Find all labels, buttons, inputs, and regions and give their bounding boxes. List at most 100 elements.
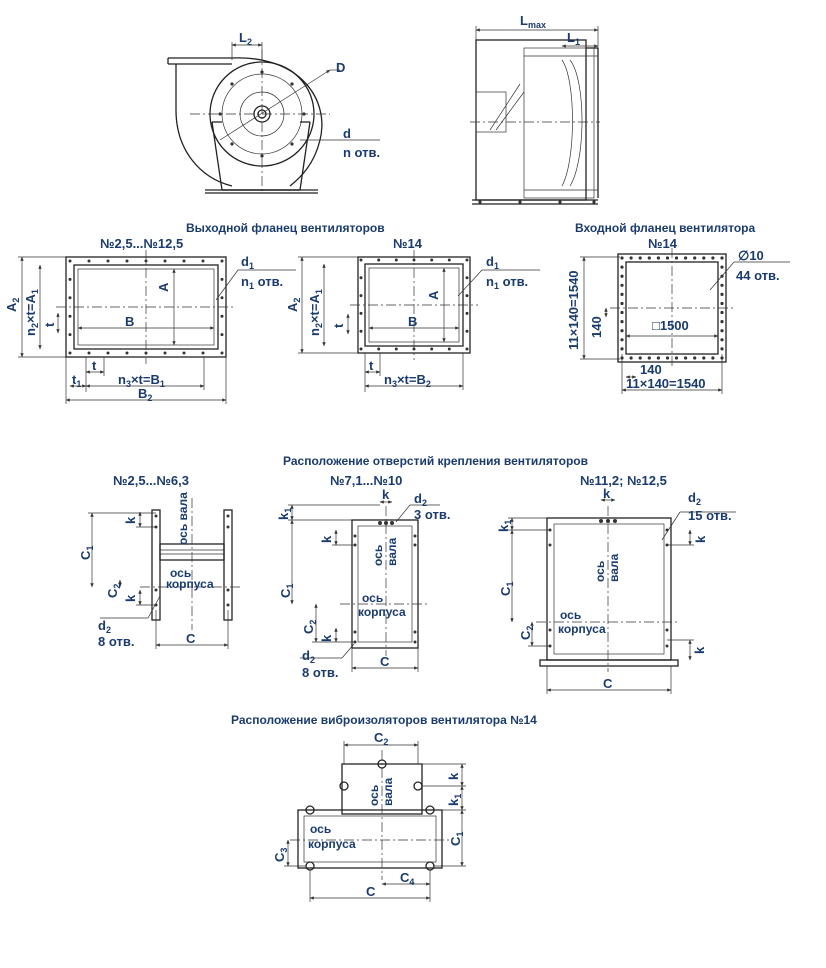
bolt-hole (720, 310, 724, 315)
dim-C1-a: C1 (78, 546, 95, 560)
bolt-hole (656, 256, 661, 260)
bolt-hole (68, 277, 72, 281)
bolt-hole (720, 338, 724, 342)
dim-L2: L2 (239, 30, 252, 47)
bolt-hole (620, 320, 624, 324)
axis-shaft-b-2: вала (385, 537, 399, 566)
dim-d2-b: d2 (414, 491, 427, 508)
bolt-hole (465, 258, 469, 262)
dim-t-left: t (42, 322, 57, 327)
dim-B-b: B (408, 314, 417, 329)
bolt-hole (693, 356, 697, 360)
bolt-hole (201, 351, 205, 355)
bolt-hole (684, 356, 688, 360)
dim-d2b-b: d2 (302, 648, 315, 665)
bolt-hole (620, 347, 624, 351)
bolt-hole (620, 301, 624, 306)
bolt-hole (620, 256, 624, 260)
bolt-hole (182, 259, 186, 263)
dim-k-top-c: k (603, 486, 611, 501)
bolt-hole (220, 259, 224, 263)
bolt-hole (702, 256, 706, 260)
dim-A: A (156, 282, 171, 292)
bolt-hole (638, 356, 642, 360)
dim-d2-a: d2 (98, 618, 111, 635)
bolt-hole (220, 314, 224, 318)
bolt-hole (220, 333, 224, 337)
bolt-hole (359, 329, 363, 333)
dim-n1-holes: n1 отв. (241, 274, 283, 291)
dim-A2: A2 (4, 298, 21, 312)
dim-C2-b: C2 (301, 620, 318, 634)
inlet-flange: №14 ∅10 44 отв. 11×140=1540 140 □1500 14… (566, 236, 790, 394)
dim-k-right-c: k (693, 535, 708, 543)
dim-n2t: n2×t=A1 (23, 289, 40, 336)
inlet-step-v: 140 (589, 316, 604, 338)
heading-outlet-flange: Выходной фланец вентиляторов (186, 221, 385, 235)
dim-k-left-b: k (319, 535, 334, 543)
dim-C4-v: C4 (400, 870, 414, 887)
bolt-hole (720, 283, 724, 287)
outlet-a-title: №2,5...№12,5 (100, 236, 183, 251)
bolt-hole (465, 276, 469, 280)
bolt-hole (68, 259, 72, 263)
dim-n-holes: n отв. (343, 145, 380, 160)
mount-c-holes: 15 отв. (688, 508, 732, 523)
dim-C1-c: C1 (498, 582, 515, 596)
dim-C2-c: C2 (518, 626, 535, 640)
bolt-hole (106, 259, 110, 263)
bolt-hole (711, 356, 715, 360)
outlet-b-title: №14 (393, 236, 423, 251)
mount-b-holes-bot: 8 отв. (302, 665, 338, 680)
bolt-hole (87, 259, 91, 263)
heading-inlet-flange: Входной фланец вентилятора (575, 221, 755, 235)
bolt-hole (68, 351, 72, 355)
dim-d1: d1 (241, 254, 254, 271)
bolt-hole (144, 351, 148, 355)
bolt-hole (720, 292, 724, 296)
bolt-hole (629, 356, 633, 360)
bolt-hole (106, 351, 110, 355)
dim-C-b: C (380, 654, 390, 669)
mount-a-holes: 8 отв. (98, 634, 134, 649)
outlet-flange-a: №2,5...№12,5 A2 n2×t=A1 t A B d1 n1 отв.… (4, 236, 296, 404)
bolt-hole (359, 347, 363, 351)
dim-k-low-b: k (319, 634, 334, 642)
axis-body-v-2: корпуса (308, 837, 356, 851)
mount-holes-c: №11,2; №12,5 k d2 15 отв. (496, 473, 736, 694)
dim-k1-v: k1 (446, 794, 463, 806)
bolt-hole (220, 277, 224, 281)
axis-shaft-a: ось вала (176, 492, 190, 545)
dim-C3-v: C3 (272, 848, 289, 862)
bolt-hole (163, 351, 167, 355)
bolt-hole (412, 258, 416, 262)
bolt-hole (125, 259, 129, 263)
axis-shaft-b-1: ось (371, 545, 385, 566)
inlet-square: □1500 (652, 318, 689, 333)
bolt-hole (620, 310, 624, 315)
bolt-hole (359, 294, 363, 298)
dim-k1-c: k1 (496, 520, 513, 532)
dim-B2: B2 (138, 386, 152, 403)
axis-body-c-2: корпуса (558, 622, 606, 636)
dim-C-a: C (186, 631, 196, 646)
vibro-isolators: C2 k k1 ось вала C1 ось корпуса C3 C4 C (272, 730, 466, 902)
bolt-hole (720, 256, 724, 260)
bolt-hole (201, 259, 205, 263)
axis-body-a-1: ось (170, 566, 191, 580)
dim-n3t-b: n3×t=B2 (384, 372, 431, 389)
dim-k-right2-c: k (692, 646, 707, 654)
bolt-hole (68, 333, 72, 337)
dim-t-left-b: t (331, 323, 346, 328)
bolt-hole (87, 351, 91, 355)
bolt-hole (684, 256, 688, 260)
mount-holes-b: №7,1...№10 k d2 3 отв. k (276, 473, 450, 680)
inlet-holes: 44 отв. (736, 268, 780, 283)
bolt-hole (656, 356, 661, 360)
bolt-hole (665, 356, 670, 360)
bolt-hole (665, 256, 670, 260)
bolt-hole (629, 256, 633, 260)
dim-t-bottom: t (92, 358, 97, 373)
bolt-hole (447, 258, 451, 262)
dim-d1-b: d1 (486, 254, 499, 271)
